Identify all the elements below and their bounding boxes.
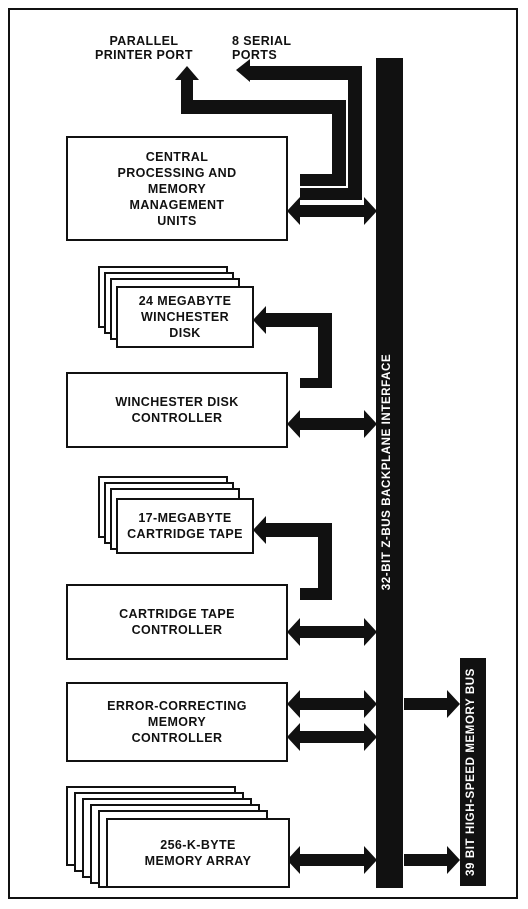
memory-array-label: 256-K-BYTE MEMORY ARRAY	[144, 838, 252, 868]
memory-zbus-arrow	[287, 846, 377, 874]
cartridge-tape-block: 17-MEGABYTE CARTRIDGE TAPE	[116, 498, 254, 554]
winchester-controller-label: WINCHESTER DISK CONTROLLER	[115, 395, 239, 425]
ecc-memory-bus-arrow	[404, 690, 460, 718]
serial-ports-arrow	[236, 59, 362, 200]
winchester-disk-block: 24 MEGABYTE WINCHESTER DISK	[116, 286, 254, 348]
tape-controller-label: CARTRIDGE TAPE CONTROLLER	[119, 607, 235, 637]
serial-ports-label: 8 SERIAL PORTS	[232, 34, 292, 62]
tape-bus-arrow	[287, 618, 377, 646]
tape-link-arrow	[253, 516, 332, 600]
winchester-disk-label: 24 MEGABYTE WINCHESTER DISK	[138, 294, 232, 340]
disk-link-arrow	[253, 306, 332, 388]
cartridge-tape-label: 17-MEGABYTE CARTRIDGE TAPE	[127, 511, 243, 541]
cpu-block: CENTRAL PROCESSING AND MEMORY MANAGEMENT…	[66, 136, 288, 241]
ecc-controller-label: ERROR-CORRECTING MEMORY CONTROLLER	[107, 699, 247, 745]
cpu-block-label: CENTRAL PROCESSING AND MEMORY MANAGEMENT…	[117, 149, 237, 228]
diagram-frame	[8, 8, 518, 899]
cpu-bus-arrow	[287, 197, 377, 225]
ecc-zbus-arrow-2	[287, 723, 377, 751]
ecc-zbus-arrow-1	[287, 690, 377, 718]
tape-controller-block: CARTRIDGE TAPE CONTROLLER	[66, 584, 288, 660]
ecc-controller-block: ERROR-CORRECTING MEMORY CONTROLLER	[66, 682, 288, 762]
zbus-backplane	[376, 58, 403, 888]
winchester-controller-block: WINCHESTER DISK CONTROLLER	[66, 372, 288, 448]
memory-array-block: 256-K-BYTE MEMORY ARRAY	[106, 818, 290, 888]
memory-bus	[460, 658, 486, 886]
memory-bus-arrow	[404, 846, 460, 874]
parallel-printer-port-label: PARALLEL PRINTER PORT	[95, 34, 193, 62]
parallel-port-arrow	[175, 66, 346, 186]
winchester-bus-arrow	[287, 410, 377, 438]
